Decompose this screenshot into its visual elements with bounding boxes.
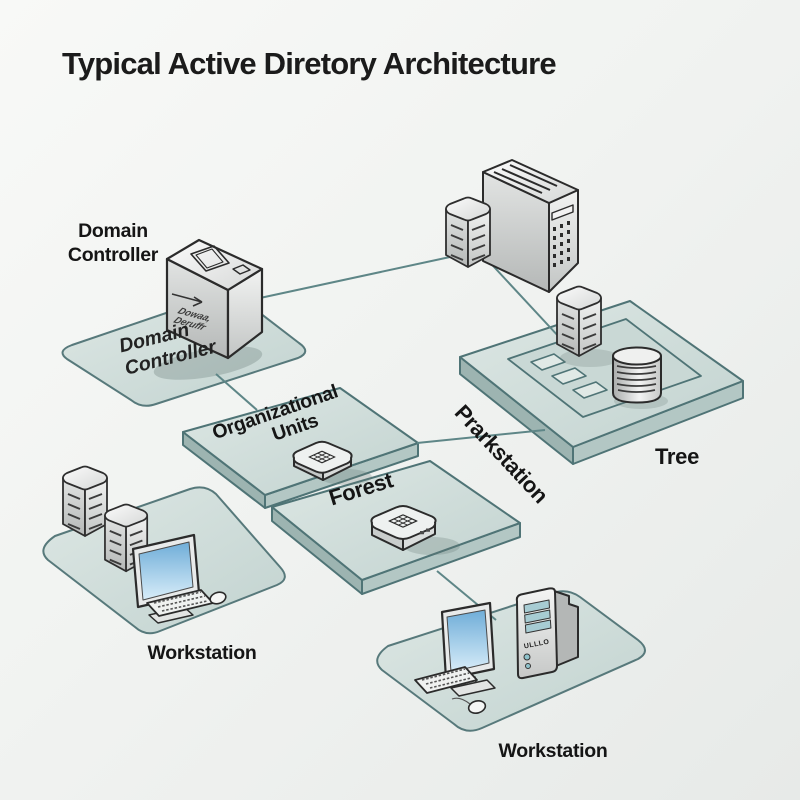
ou-switch-icon — [292, 440, 353, 481]
forest-switch-icon — [370, 505, 437, 551]
keyboard-icon-right — [414, 666, 478, 694]
mouse-icon-left — [209, 591, 227, 605]
server-tower-icon-wsl-1 — [62, 465, 108, 537]
connector-dc-to-ou — [215, 373, 258, 411]
pc-tower-label: ULLLO — [523, 639, 550, 651]
port-marks — [420, 528, 430, 535]
tree-label: Tree — [655, 444, 699, 469]
workstation-right-label: Workstation — [498, 740, 607, 762]
big-server-icon — [482, 159, 579, 293]
connector-dc-to-server — [259, 256, 451, 299]
monitor-icon-right — [440, 601, 496, 697]
mouse-cable — [451, 697, 471, 705]
dc-label-line2: Controller — [68, 244, 159, 266]
mouse-icon-right — [467, 700, 487, 714]
connector-server-to-tree — [481, 253, 561, 339]
workstation-left-label: Workstation — [147, 642, 256, 664]
grid-glyph-icon — [388, 514, 418, 528]
connector-ou-to-tree — [416, 429, 546, 444]
dc-box-shadow — [153, 346, 263, 380]
pc-tower-icon — [515, 587, 579, 680]
database-cylinder-icon — [612, 346, 662, 404]
arrow-icon — [171, 293, 203, 307]
pc-tower-text: ULLLO — [523, 639, 550, 651]
domain-controller-server-icon — [165, 238, 264, 360]
tree-tower-shadow — [560, 349, 620, 367]
dc-label-line1: Domain — [78, 220, 148, 242]
page-title: Typical Active Diretory Architecture — [62, 46, 556, 81]
server-tower-icon-tree — [556, 285, 602, 357]
organizational-units-platform — [182, 387, 419, 509]
server-tower-icon-topright — [445, 196, 491, 268]
grid-glyph-icon — [308, 450, 336, 464]
domain-controller-label: Domain Controller — [68, 220, 159, 266]
